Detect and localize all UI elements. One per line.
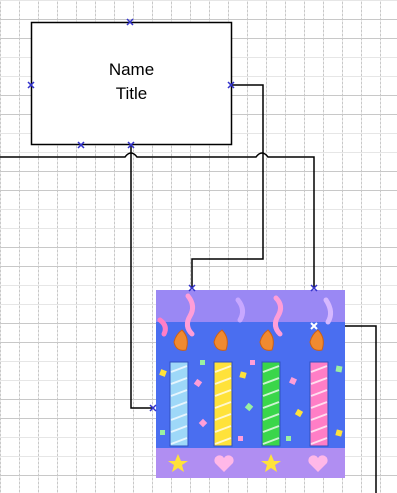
connection-point-handle <box>149 404 157 412</box>
connection-point-handle <box>310 284 318 292</box>
connection-point-handle <box>127 141 135 149</box>
connection-point-handle <box>310 322 318 330</box>
connection-point-handle <box>126 18 134 26</box>
org-chart-shape[interactable] <box>30 21 233 146</box>
name-label: Name <box>108 60 155 79</box>
title-label: Title <box>115 84 148 103</box>
connector-shape-right-to-cake[interactable] <box>191 84 264 288</box>
connection-point-handle <box>77 141 85 149</box>
connector-shape-bottom-to-cake-left[interactable] <box>130 145 153 409</box>
shape-text[interactable]: Name Title <box>33 58 230 106</box>
connection-point-handle <box>227 81 235 89</box>
birthday-candles-cake-image[interactable] <box>156 290 345 478</box>
connection-points <box>27 18 318 412</box>
connector-left-to-cake-top-right[interactable] <box>0 152 315 288</box>
connection-point-handle <box>188 284 196 292</box>
connectors <box>0 84 377 493</box>
connection-point-handle <box>27 81 35 89</box>
